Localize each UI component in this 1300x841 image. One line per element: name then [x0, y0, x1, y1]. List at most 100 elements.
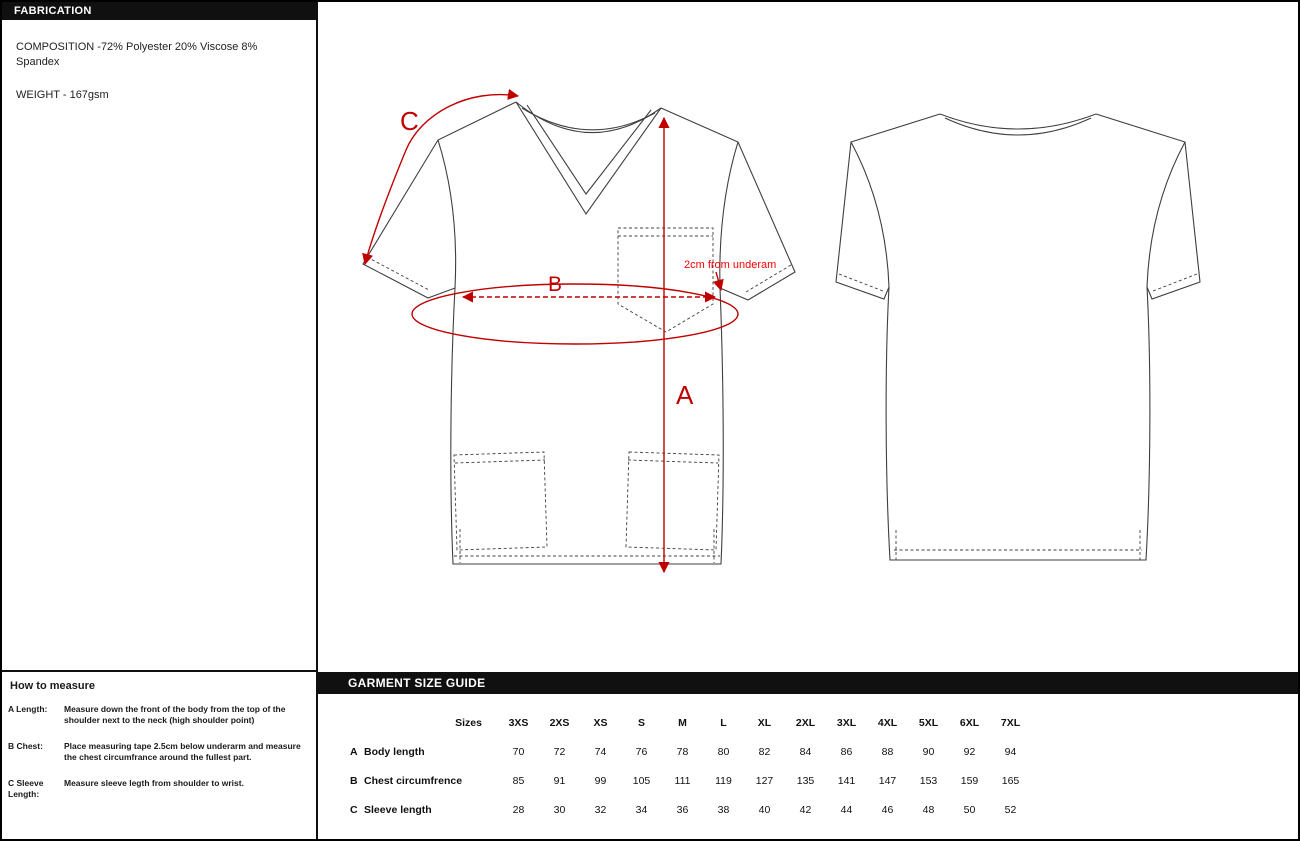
front-cuff-stitch-left — [366, 256, 430, 291]
size-value-cell: 80 — [717, 745, 730, 758]
size-value-cell: 105 — [632, 774, 651, 787]
chest-pocket — [617, 227, 714, 333]
how-to-measure-section: How to measure A Length: Measure down th… — [2, 670, 316, 839]
row-label-text: Sleeve length — [364, 803, 432, 816]
measure-item-key: A Length: — [8, 704, 48, 714]
size-value-cell: 40 — [758, 803, 771, 816]
size-column-header: M — [678, 716, 687, 729]
size-value-cell: 38 — [717, 803, 730, 816]
sleeve-measure-arrow — [362, 88, 520, 266]
size-column-header: 3XS — [508, 716, 529, 729]
size-value-cell: 52 — [1004, 803, 1017, 816]
fabrication-header: FABRICATION — [2, 2, 316, 20]
size-value-cell: 111 — [674, 774, 691, 787]
measure-item-sleeve: C Sleeve Length: Measure sleeve legth fr… — [8, 778, 308, 801]
row-letter: A — [350, 745, 358, 758]
measurement-annotations: C B A 2cm from underam — [362, 88, 776, 574]
size-column-header: 7XL — [1000, 716, 1021, 729]
size-value-cell: 34 — [635, 803, 648, 816]
size-value-cell: 30 — [553, 803, 566, 816]
back-cuff-stitch-left — [838, 273, 884, 292]
size-column-header: 2XS — [549, 716, 570, 729]
label-b: B — [548, 273, 562, 296]
measure-item-key: B Chest: — [8, 740, 43, 751]
size-column-header: XL — [757, 716, 772, 729]
size-value-cell: 94 — [1004, 745, 1017, 758]
front-vneck-inner — [526, 104, 652, 195]
garment-drawing-svg: C B A 2cm from underam — [362, 88, 1201, 574]
front-vneck-outer — [515, 101, 662, 215]
size-value-cell: 99 — [594, 774, 607, 787]
row-label: B Chest circumfrence — [348, 775, 498, 787]
technical-drawing: C B A 2cm from underam — [318, 2, 1298, 672]
measure-item-desc: Measure down the front of the body from … — [64, 704, 286, 726]
size-value-cell: 36 — [676, 803, 689, 816]
size-value-cell: 76 — [635, 745, 648, 758]
front-backneck-inner — [521, 107, 656, 131]
size-value-cell: 86 — [840, 745, 853, 758]
label-c: C — [400, 106, 419, 136]
size-column-header: L — [720, 716, 727, 729]
size-column-header: S — [637, 716, 645, 729]
size-value-cell: 91 — [553, 774, 566, 787]
size-value-cell: 74 — [594, 745, 607, 758]
main-panel: C B A 2cm from underam GARMENT SIZE GUID… — [318, 2, 1298, 839]
size-value-cell: 92 — [963, 745, 976, 758]
lower-pocket-left — [453, 451, 548, 551]
sizes-header-label: Sizes — [455, 716, 482, 729]
size-value-cell: 159 — [960, 774, 979, 787]
left-panel: FABRICATION COMPOSITION -72% Polyester 2… — [2, 2, 318, 839]
row-letter: C — [350, 803, 358, 816]
row-label: A Body length — [348, 746, 498, 758]
back-armhole-right — [1146, 141, 1186, 288]
back-neck-curve — [939, 113, 1097, 130]
size-value-cell: 84 — [799, 745, 812, 758]
front-armhole-left — [437, 139, 457, 289]
size-column-header: XS — [593, 716, 608, 729]
measure-item-desc: Place measuring tape 2.5cm below underar… — [64, 740, 301, 763]
row-label: C Sleeve length — [348, 804, 498, 816]
size-column-header: 6XL — [959, 716, 980, 729]
back-body-outline — [835, 113, 1201, 561]
how-to-measure-title: How to measure — [10, 680, 95, 692]
size-value-cell: 119 — [715, 774, 732, 787]
size-value-cell: 28 — [512, 803, 525, 816]
measure-item-desc: Measure sleeve legth from shoulder to wr… — [64, 777, 244, 788]
underarm-note-arrow — [712, 271, 724, 292]
size-value-cell: 82 — [758, 745, 771, 758]
measure-item-key: C Sleeve Length: — [8, 777, 44, 800]
fabrication-body: COMPOSITION -72% Polyester 20% Viscose 8… — [2, 20, 316, 103]
size-value-cell: 44 — [840, 803, 853, 816]
back-armhole-left — [850, 141, 890, 288]
underarm-note: 2cm from underam — [684, 259, 776, 271]
size-value-cell: 32 — [594, 803, 607, 816]
size-value-cell: 50 — [963, 803, 976, 816]
size-value-cell: 70 — [512, 745, 525, 758]
size-value-cell: 88 — [881, 745, 894, 758]
size-value-cell: 48 — [922, 803, 935, 816]
lower-pocket-left-fold — [454, 459, 546, 464]
size-value-cell: 135 — [796, 774, 815, 787]
row-label-text: Body length — [364, 745, 425, 758]
row-letter: B — [350, 774, 358, 787]
size-value-cell: 78 — [676, 745, 689, 758]
weight-text: WEIGHT - 167gsm — [16, 88, 109, 101]
label-a: A — [676, 380, 694, 410]
size-value-cell: 165 — [1001, 774, 1020, 787]
front-view — [362, 101, 796, 565]
chest-tape-ellipse — [411, 283, 739, 345]
size-guide-header: GARMENT SIZE GUIDE — [318, 672, 1298, 694]
back-neck-inner — [944, 117, 1092, 136]
size-value-cell: 90 — [922, 745, 935, 758]
measure-item-chest: B Chest: Place measuring tape 2.5cm belo… — [8, 741, 308, 764]
size-value-cell: 141 — [837, 774, 856, 787]
row-label-text: Chest circumfrence — [364, 774, 463, 787]
fabrication-title: FABRICATION — [14, 5, 92, 17]
lower-pocket-right — [625, 451, 720, 551]
size-column-header: 4XL — [877, 716, 898, 729]
